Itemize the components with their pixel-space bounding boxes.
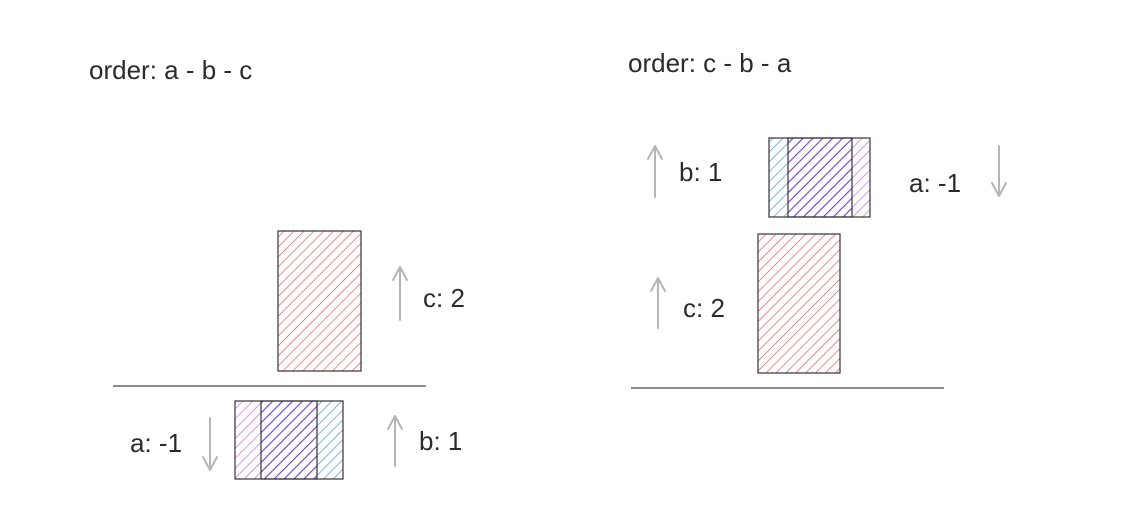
right-panel: order: c - b - a b: 1 a: -1 c: 2 bbox=[628, 48, 1007, 389]
arrow-down-icon bbox=[202, 417, 218, 471]
block-ab-overlap bbox=[788, 138, 852, 217]
block-a-outline bbox=[787, 137, 871, 218]
block-c bbox=[758, 234, 840, 373]
block-b bbox=[317, 401, 343, 479]
block-b bbox=[769, 138, 788, 217]
block-b-outline bbox=[260, 400, 344, 480]
label-b: b: 1 bbox=[419, 426, 462, 456]
arrow-up-icon bbox=[392, 266, 408, 321]
block-ab-overlap bbox=[261, 401, 317, 479]
left-panel: order: a - b - c c: 2 a: -1 b: 1 bbox=[89, 55, 465, 480]
block-a bbox=[235, 401, 261, 479]
block-c bbox=[278, 231, 361, 371]
label-c: c: 2 bbox=[683, 293, 725, 323]
arrow-up-icon bbox=[647, 145, 663, 198]
block-c-outline bbox=[277, 230, 362, 372]
label-a: a: -1 bbox=[130, 428, 182, 458]
block-a bbox=[852, 138, 870, 217]
arrow-up-icon bbox=[650, 277, 666, 329]
arrow-down-icon bbox=[991, 145, 1007, 197]
right-panel-title: order: c - b - a bbox=[628, 48, 792, 78]
label-c: c: 2 bbox=[423, 283, 465, 313]
label-a: a: -1 bbox=[909, 168, 961, 198]
arrow-up-icon bbox=[387, 415, 403, 467]
left-panel-title: order: a - b - c bbox=[89, 55, 252, 85]
block-c-outline bbox=[757, 233, 841, 374]
label-b: b: 1 bbox=[679, 157, 722, 187]
